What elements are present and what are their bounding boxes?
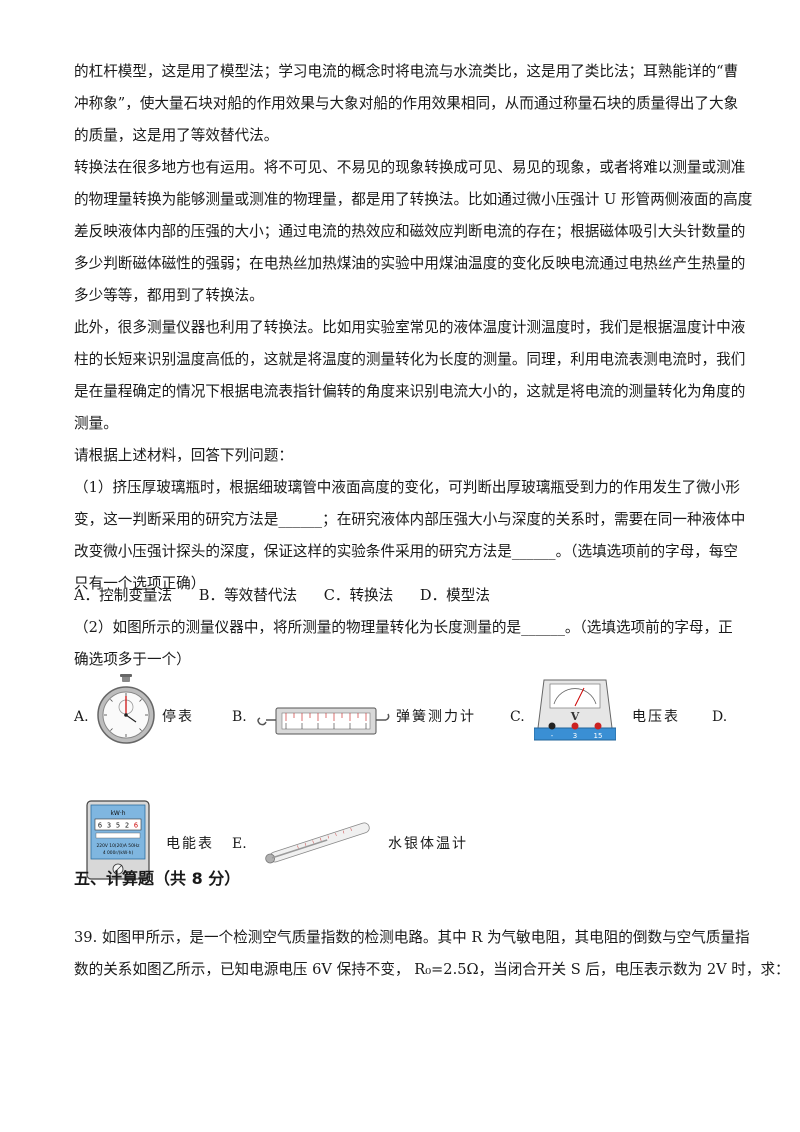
text-line: 是在量程确定的情况下根据电流表指针偏转的角度来识别电流大小的，这就是将电流的测量… <box>74 383 746 400</box>
q1-line: 变，这一判断采用的研究方法是______；在研究液体内部压强大小与深度的关系时，… <box>74 511 746 528</box>
material-text: 的杠杆模型，这是用了模型法；学习电流的概念时将电流与水流类比，这是用了类比法；耳… <box>74 56 753 600</box>
terminal-15: 15 <box>594 732 603 740</box>
q2-line: （2）如图所示的测量仪器中，将所测量的物理量转化为长度测量的是______。（选… <box>74 619 733 636</box>
instrument-a-letter: A. <box>74 709 89 725</box>
q2-line: 确选项多于一个） <box>74 651 191 668</box>
text-line: 此外，很多测量仪器也利用了转换法。比如用实验室常见的液体温度计测温度时，我们是根… <box>74 319 746 336</box>
option-b: B．等效替代法 <box>198 587 298 604</box>
instrument-b-letter: B. <box>232 709 247 725</box>
voltmeter-icon: V - 3 15 <box>534 679 616 741</box>
text-line: 多少判断磁体磁性的强弱；在电热丝加热煤油的实验中用煤油温度的变化反映电流通过电热… <box>74 255 746 272</box>
meter-digit: 6 <box>134 822 138 830</box>
meter-digit: 2 <box>125 822 129 830</box>
energy-meter-icon: kW·h 6 3 5 2 6 220V 10(20)A 50Hz 4 000r/… <box>86 800 150 880</box>
q1-options: A．控制变量法 B．等效替代法 C．转换法 D．模型法 <box>74 586 512 606</box>
instrument-d-letter: D. <box>712 709 728 725</box>
q1-line: 只有一个选项正确） <box>74 575 206 592</box>
terminal-minus: - <box>551 732 554 740</box>
meter-spec-2: 4 000r/(kW·h) <box>103 850 134 856</box>
meter-digit: 5 <box>116 822 120 830</box>
instrument-a-name: 停表 <box>162 709 194 725</box>
text-line: 转换法在很多地方也有运用。将不可见、不易见的现象转换成可见、易见的现象，或者将难… <box>74 159 746 176</box>
q1-line: 改变微小压强计探头的深度，保证这样的实验条件采用的研究方法是______。（选填… <box>74 543 739 560</box>
text-line: 多少等等，都用到了转换法。 <box>74 287 264 304</box>
instrument-b-name: 弹簧测力计 <box>396 709 476 725</box>
meter-digit: 3 <box>107 822 111 830</box>
terminal-3: 3 <box>573 732 577 740</box>
text-line: 的杠杆模型，这是用了模型法；学习电流的概念时将电流与水流类比，这是用了类比法；耳… <box>74 63 739 80</box>
spring-scale-icon <box>257 707 390 735</box>
text-line: 冲称象”，使大量石块对船的作用效果与大象对船的作用效果相同，从而通过称量石块的质… <box>74 95 739 112</box>
option-d: D．模型法 <box>419 587 490 604</box>
text-line: 测量。 <box>74 415 118 432</box>
q2-text: （2）如图所示的测量仪器中，将所测量的物理量转化为长度测量的是______。（选… <box>74 612 734 676</box>
q39-line: 39. 如图甲所示，是一个检测空气质量指数的检测电路。其中 R 为气敏电阻，其电… <box>74 929 750 946</box>
q1-line: （1）挤压厚玻璃瓶时，根据细玻璃管中液面高度的变化，可判断出厚玻璃瓶受到力的作用… <box>74 479 741 496</box>
instrument-e-name: 水银体温计 <box>388 836 468 852</box>
option-a: A．控制变量法 <box>74 587 173 604</box>
question-prompt: 请根据上述材料，回答下列问题： <box>74 447 293 464</box>
thermometer-icon <box>265 822 370 864</box>
stopwatch-icon <box>97 674 155 744</box>
question-39: 39. 如图甲所示，是一个检测空气质量指数的检测电路。其中 R 为气敏电阻，其电… <box>74 922 790 986</box>
text-line: 柱的长短来识别温度高低的，这就是将温度的测量转化为长度的测量。同理，利用电流表测… <box>74 351 746 368</box>
text-line: 的质量，这是用了等效替代法。 <box>74 127 279 144</box>
instrument-c-letter: C. <box>510 709 525 725</box>
section-title: 五、计算题（共 8 分） <box>74 869 241 888</box>
meter-digit: 6 <box>98 822 102 830</box>
instrument-c-name: 电压表 <box>632 709 680 725</box>
meter-unit: kW·h <box>110 810 125 817</box>
q39-line: 数的关系如图乙所示，已知电源电压 6V 保持不变， R₀=2.5Ω，当闭合开关 … <box>74 961 790 978</box>
option-c: C．转换法 <box>323 587 394 604</box>
text-line: 的物理量转换为能够测量或测准的物理量，都是用了转换法。比如通过微小压强计 U 形… <box>74 191 753 208</box>
instrument-e-letter: E. <box>232 836 247 852</box>
text-line: 差反映液体内部的压强的大小；通过电流的热效应和磁效应判断电流的存在；根据磁体吸引… <box>74 223 746 240</box>
meter-spec-1: 220V 10(20)A 50Hz <box>97 843 141 849</box>
voltmeter-symbol: V <box>570 710 580 723</box>
instrument-d-name: 电能表 <box>166 836 214 852</box>
